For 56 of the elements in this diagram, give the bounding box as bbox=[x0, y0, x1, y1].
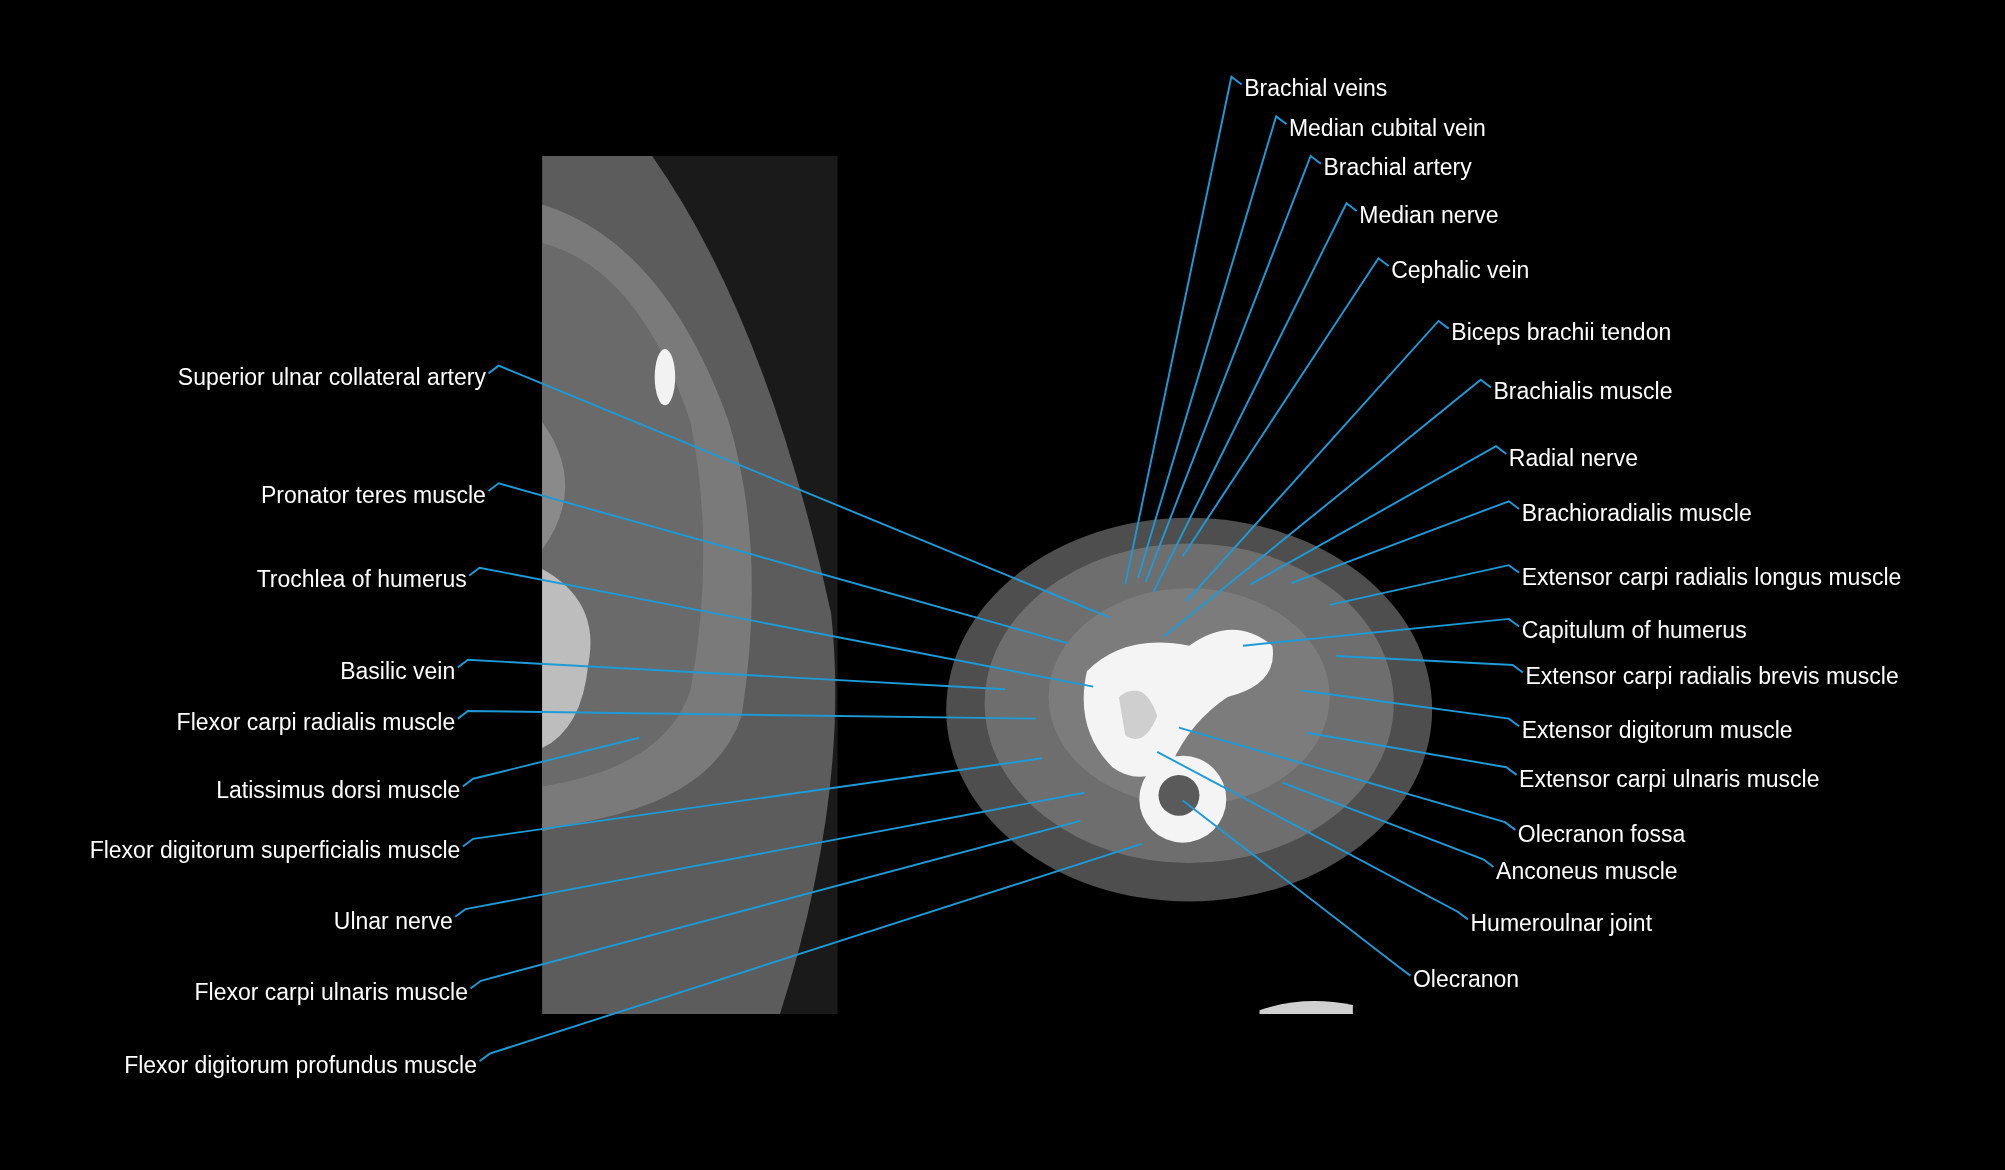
structure-label: Anconeus muscle bbox=[1496, 856, 1678, 885]
leader-line bbox=[1137, 114, 1288, 579]
leader-line bbox=[1156, 750, 1469, 921]
structure-label: Brachial veins bbox=[1244, 74, 1388, 103]
leader-line bbox=[1162, 378, 1492, 638]
leader-line bbox=[1241, 617, 1521, 647]
structure-label: Olecranon bbox=[1412, 965, 1520, 994]
structure-label: Flexor carpi ulnaris muscle bbox=[194, 978, 468, 1007]
structure-label: Flexor digitorum profundus muscle bbox=[124, 1051, 477, 1080]
structure-label: Trochlea of humerus bbox=[256, 565, 467, 594]
leader-line bbox=[1249, 445, 1508, 586]
leader-line bbox=[1335, 655, 1524, 674]
leader-line bbox=[1152, 201, 1358, 593]
structure-label: Brachialis muscle bbox=[1493, 377, 1673, 406]
leader-line bbox=[487, 364, 1111, 619]
structure-label: Extensor carpi radialis longus muscle bbox=[1521, 562, 1902, 591]
structure-label: Cephalic vein bbox=[1391, 255, 1530, 284]
leader-line bbox=[1281, 781, 1495, 868]
leader-line bbox=[1300, 689, 1521, 728]
structure-label: Ulnar nerve bbox=[333, 906, 453, 935]
leader-line bbox=[1185, 319, 1450, 602]
structure-label: Flexor digitorum superficialis muscle bbox=[89, 836, 461, 865]
leader-line bbox=[1305, 731, 1518, 776]
leader-line bbox=[468, 566, 1095, 688]
structure-label: Extensor digitorum muscle bbox=[1521, 716, 1793, 745]
leader-line bbox=[469, 819, 1082, 990]
structure-label: Brachial artery bbox=[1323, 153, 1472, 182]
structure-label: Flexor carpi radialis muscle bbox=[176, 708, 456, 737]
structure-label: Superior ulnar collateral artery bbox=[177, 363, 486, 392]
structure-label: Median nerve bbox=[1359, 200, 1499, 229]
leader-line bbox=[1178, 726, 1517, 831]
structure-label: Pronator teres muscle bbox=[260, 480, 486, 509]
structure-label: Median cubital vein bbox=[1288, 113, 1486, 142]
leader-line bbox=[456, 710, 1037, 720]
structure-label: Brachioradialis muscle bbox=[1521, 498, 1752, 527]
structure-label: Humeroulnar joint bbox=[1470, 909, 1653, 938]
structure-label: Extensor carpi ulnaris muscle bbox=[1519, 764, 1820, 793]
leader-line bbox=[487, 482, 1069, 645]
structure-label: Capitulum of humerus bbox=[1521, 616, 1747, 645]
leader-line bbox=[478, 842, 1143, 1063]
leader-line bbox=[1328, 564, 1521, 606]
leader-line bbox=[1181, 256, 1390, 558]
structure-label: Basilic vein bbox=[340, 657, 456, 686]
structure-label: Latissimus dorsi muscle bbox=[216, 776, 461, 805]
structure-label: Olecranon fossa bbox=[1517, 819, 1686, 848]
leader-line bbox=[1144, 154, 1322, 583]
structure-label: Extensor carpi radialis brevis muscle bbox=[1525, 662, 1899, 691]
leader-line bbox=[456, 658, 1006, 691]
structure-label: Biceps brachii tendon bbox=[1451, 318, 1672, 347]
leader-line bbox=[461, 736, 641, 788]
leader-line bbox=[1124, 75, 1243, 586]
leader-line bbox=[1181, 799, 1412, 977]
leader-line bbox=[1290, 500, 1521, 585]
leader-line bbox=[454, 791, 1086, 918]
structure-label: Radial nerve bbox=[1508, 443, 1638, 472]
leader-line bbox=[461, 757, 1044, 848]
